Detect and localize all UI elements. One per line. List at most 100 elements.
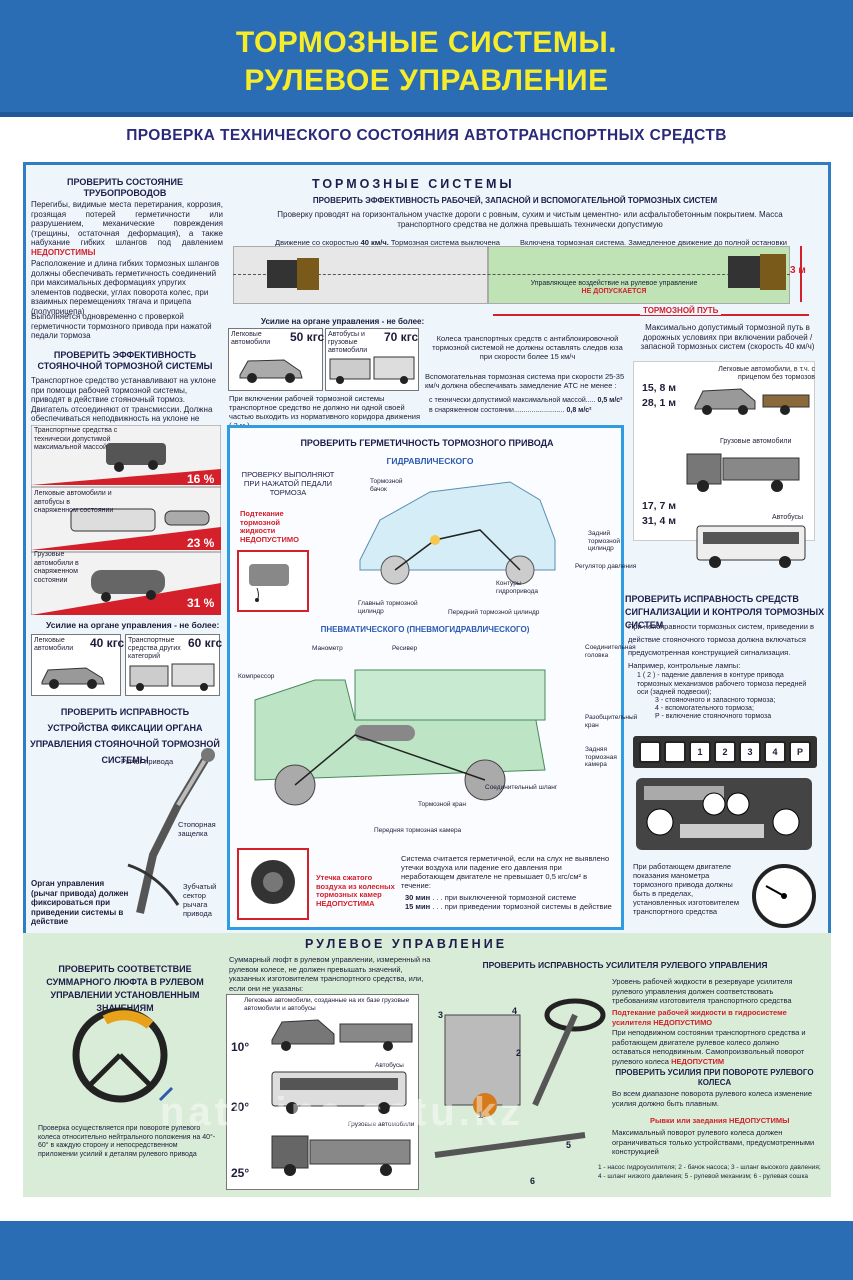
- brakes-section-sub: ПРОВЕРИТЬ ЭФФЕКТИВНОСТЬ РАБОЧЕЙ, ЗАПАСНО…: [312, 196, 718, 205]
- bus-truck-icon: [129, 663, 215, 691]
- signal-title: ПРОВЕРИТЬ ИСПРАВНОСТЬ СРЕДСТВ СИГНАЛИЗАЦ…: [625, 594, 825, 630]
- fix-title: ПРОВЕРИТЬ ИСПРАВНОСТЬ УСТРОЙСТВА ФИКСАЦИ…: [30, 707, 220, 765]
- slope-3-label: Грузовые автомобили в снаряженном состоя…: [34, 551, 79, 584]
- truck-icon: [686, 453, 800, 492]
- leak-fluid-warning: Подтекание тормозной жидкости НЕДОПУСТИМ…: [240, 509, 299, 544]
- max-turn-text: Максимальный поворот рулевого колеса дол…: [612, 1128, 815, 1156]
- effort-check-title: ПРОВЕРИТЬ УСИЛИЯ ПРИ ПОВОРОТЕ РУЛЕВОГО К…: [615, 1068, 814, 1087]
- part-number-5: 5: [566, 1140, 572, 1150]
- park-effort-other-label: Транспортные средства других категорий: [128, 637, 181, 660]
- leak-title: ПРОВЕРИТЬ ГЕРМЕТИЧНОСТЬ ТОРМОЗНОГО ПРИВО…: [300, 438, 554, 448]
- lamp-legend-3: 4 - вспомогательного тормоза;: [655, 705, 754, 712]
- check-text: Проверка осуществляется при повороте рул…: [38, 1125, 216, 1158]
- warning-lamp-6: 4: [764, 741, 786, 763]
- road-centerline: [233, 274, 790, 275]
- pipes-text: Перегибы, видимые места перетирания, кор…: [31, 200, 223, 257]
- car-icon: [164, 510, 210, 526]
- lbl-coupling-head: Соединительная головка: [585, 644, 636, 659]
- warning-lamp-1: [639, 741, 661, 763]
- park-effort-other-value: 60 кгс: [188, 636, 223, 650]
- lbl-disconnect-valve: Разобщительный кран: [585, 714, 638, 729]
- hand-brake-lever-illustration: [127, 748, 215, 914]
- sealed-15: 15 мин . . . при приведении тормозной си…: [405, 902, 612, 911]
- aux-1: с технически допустимой максимальной мас…: [429, 397, 623, 404]
- amplifier-text-2: При неподвижном состоянии транспортного …: [612, 1028, 806, 1066]
- slope-3-percent: 31 %: [187, 596, 215, 610]
- sealed-text: Система считается герметичной, если на с…: [401, 854, 610, 890]
- warning-lamp-3: 1: [689, 741, 711, 763]
- part-number-1: 1: [478, 1110, 484, 1120]
- brakes-intro: Проверку проводят на горизонтальном учас…: [277, 210, 783, 229]
- pneumatic-label: ПНЕВМАТИЧЕСКОГО (ПНЕВМОГИДРАВЛИЧЕСКОГО): [320, 625, 530, 634]
- truck-icon: [106, 443, 166, 465]
- play-cars-value: 10°: [231, 1040, 250, 1054]
- path-trucks-1: 17, 7 м: [642, 500, 677, 512]
- lamp-legend-4: P - включение стояночного тормоза: [655, 713, 772, 720]
- lbl-front-chamber: Передняя тормозная камера: [374, 827, 462, 834]
- bus-icon: [696, 525, 806, 568]
- warning-lamp-5: 3: [739, 741, 761, 763]
- bus-icon: [70, 508, 156, 532]
- lbl-compressor: Компрессор: [238, 673, 275, 680]
- lamp-legend-1: 1 ( 2 ) - падение давления в контуре при…: [637, 672, 807, 696]
- stop-label: Стопорная защелка: [178, 820, 216, 838]
- play-truck-value: 25°: [231, 1166, 250, 1180]
- steering-section: [23, 933, 831, 1197]
- effort-title: Усилие на органе управления - не более:: [261, 317, 425, 326]
- check-label: ПРОВЕРКУ ВЫПОЛНЯЮТ ПРИ НАЖАТОЙ ПЕДАЛИ ТО…: [241, 470, 335, 497]
- header-band: [0, 0, 853, 117]
- bus-truck-icon: [329, 356, 415, 384]
- truck-front-icon: [728, 254, 786, 290]
- park-effort-cars-label: Легковые автомобили: [34, 637, 74, 652]
- trucks-note: Грузовые автомобили: [720, 438, 792, 445]
- effort-cars-label: Легковые автомобили: [231, 331, 271, 346]
- title-line-2: РУЛЕВОЕ УПРАВЛЕНИЕ: [244, 64, 609, 97]
- slope-1-label: Транспортные средства с технически допус…: [34, 427, 118, 451]
- car-icon: [239, 359, 303, 383]
- truck-icon: [271, 1135, 411, 1176]
- park-effort-title: Усилие на органе управления - не более:: [46, 620, 220, 630]
- max-path-text: Максимально допустимый тормозной путь в …: [640, 323, 815, 352]
- lbl-circuits: Контуры гидропривода: [496, 580, 539, 595]
- part-number-4: 4: [512, 1006, 518, 1016]
- power-steering-illustration: [434, 998, 606, 1158]
- play-bus-label: Автобусы: [375, 1062, 404, 1069]
- pressure-gauge-icon: [752, 864, 816, 928]
- slope-2-label: Легковые автомобили и автобусы в снаряже…: [34, 490, 114, 514]
- lbl-manometer: Манометр: [312, 645, 343, 652]
- pipes-text-2: Расположение и длина гибких тормозных шл…: [31, 259, 220, 316]
- subtitle: ПРОВЕРКА ТЕХНИЧЕСКОГО СОСТОЯНИЯ АВТОТРАН…: [126, 127, 727, 144]
- speed-line: Движение со скоростью 40 км/ч. Тормозная…: [275, 238, 500, 247]
- car-icon: [41, 667, 105, 689]
- sealed-30: 30 мин . . . при выключенной тормозной с…: [405, 893, 577, 902]
- sector-label: Зубчатый сектор рычага привода: [183, 882, 217, 918]
- lbl-front-cylinder: Передний тормозной цилиндр: [448, 609, 540, 616]
- legend-1: 1 - насос гидроусилителя; 2 - бачок насо…: [598, 1164, 821, 1171]
- effort-cars-box: [228, 328, 323, 391]
- effort-cars-value: 50 кгс: [290, 330, 325, 344]
- width-label: 3 м: [790, 265, 806, 276]
- fix-text: Орган управления (рычаг привода) должен …: [31, 879, 129, 927]
- lamp-legend-2: 3 - стояночного и запасного тормоза;: [655, 697, 776, 704]
- car-trailer-icon: [694, 388, 810, 415]
- amplifier-title: ПРОВЕРИТЬ ИСПРАВНОСТЬ УСИЛИТЕЛЯ РУЛЕВОГО…: [482, 960, 768, 970]
- air-leak-warning: Утечка сжатого воздуха из колесных тормо…: [316, 873, 395, 908]
- slope-1-percent: 16 %: [187, 472, 215, 486]
- aux-text: Вспомогательная тормозная система при ск…: [425, 372, 625, 390]
- amplifier-warning: Подтекание рабочей жидкости в гидросисте…: [612, 1008, 787, 1027]
- play-cars-label: Легковые автомобили, созданные на их баз…: [244, 997, 410, 1012]
- hydraulic-label: ГИДРАВЛИЧЕСКОГО: [386, 456, 474, 466]
- steering-title: РУЛЕВОЕ УПРАВЛЕНИЕ: [305, 937, 508, 951]
- park-title: ПРОВЕРИТЬ ЭФФЕКТИВНОСТЬ СТОЯНОЧНОЙ ТОРМО…: [37, 350, 213, 371]
- car-hydraulic-illustration: [359, 481, 556, 585]
- park-effort-cars: [31, 634, 121, 696]
- pipes-title: ПРОВЕРИТЬ СОСТОЯНИЕ ТРУБОПРОВОДОВ: [67, 177, 183, 198]
- lbl-brake-valve: Тормозной кран: [418, 801, 466, 808]
- warning-lamp-2: [664, 741, 686, 763]
- play-bus-value: 20°: [231, 1100, 250, 1114]
- warning-lamp-7: P: [789, 741, 811, 763]
- pipes-text-3: Выполняется одновременно с проверкой гер…: [31, 312, 212, 341]
- path-cars-2: 28, 1 м: [642, 397, 677, 409]
- brake-on-label: Включена тормозная система. Замедленное …: [520, 238, 787, 247]
- warning-lamp-4: 2: [714, 741, 736, 763]
